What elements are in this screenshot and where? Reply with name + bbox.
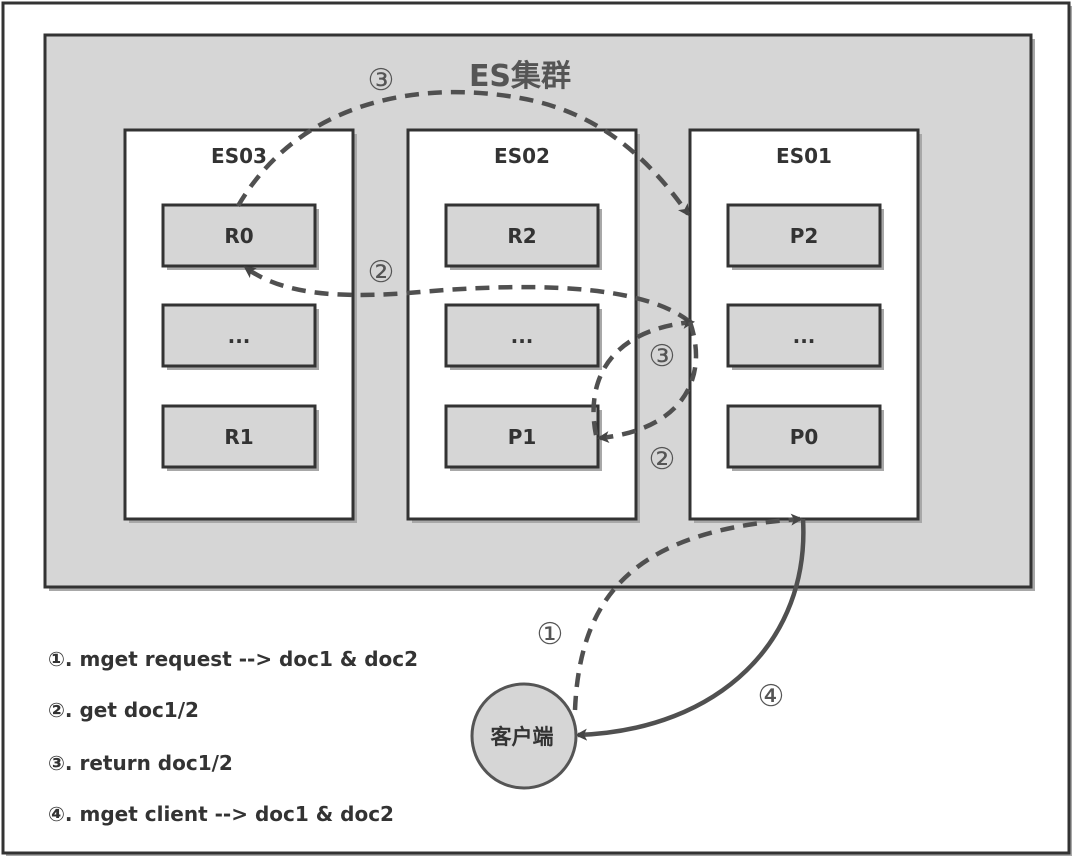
shard-box [726,203,882,268]
client-circle [470,682,578,790]
shard-box [444,203,600,268]
legend-item-2: ②. get doc1/2 [48,698,199,722]
arrow-step2-get-p1 [597,321,699,444]
shard-r1: R1 [161,404,319,471]
shard-label: ... [228,324,251,348]
step-marker-3-top: ③ [368,63,395,98]
shard-label: P1 [508,425,537,449]
legend-item-4: ④. mget client --> doc1 & doc2 [48,802,394,826]
shard-box [726,404,882,469]
node-label: ES01 [776,144,832,168]
shard-label: P0 [790,425,819,449]
step-marker-2-top: ② [368,255,395,290]
shard-label: P2 [790,224,819,248]
arrow-step4-response [575,518,806,741]
step-marker-2-bottom: ② [649,442,676,477]
shard-r2: R2 [444,203,602,270]
node-label: ES02 [494,144,550,168]
node-es03: ES03 R0 ... R1 [123,128,357,523]
client-node: 客户端 [470,682,578,790]
node-es02: ES02 R2 ... P1 [406,128,640,523]
legend-item-1: ①. mget request --> doc1 & doc2 [48,647,418,671]
arrow-step3-return-p1 [591,316,695,436]
node-es01: ES01 P2 ... P0 [688,128,922,523]
shard-box [161,303,317,368]
shard-box [161,404,317,469]
shard-p1: P1 [444,404,602,471]
client-label: 客户端 [491,725,554,749]
step-marker-1: ① [537,617,564,652]
shard-box [726,303,882,368]
shard-box [444,303,600,368]
shard-ellipsis: ... [726,303,884,370]
step-marker-3-mid: ③ [649,339,676,374]
legend: ①. mget request --> doc1 & doc2 ②. get d… [48,647,418,826]
shard-label: R1 [224,425,253,449]
arrow-step3-return-r0 [236,89,690,217]
arrow-step2-get-r0 [243,266,692,324]
cluster-title: ES集群 [469,59,571,94]
node-label: ES03 [211,144,267,168]
arrow-step1-request [572,513,803,711]
shard-ellipsis: ... [444,303,602,370]
legend-item-3: ③. return doc1/2 [48,751,233,775]
shard-p0: P0 [726,404,884,471]
shard-label: R2 [507,224,536,248]
shard-r0: R0 [161,203,319,270]
shard-label: R0 [224,224,253,248]
shard-ellipsis: ... [161,303,319,370]
shard-p2: P2 [726,203,884,270]
shard-label: ... [793,324,816,348]
step-marker-4: ④ [758,679,785,714]
shard-label: ... [511,324,534,348]
